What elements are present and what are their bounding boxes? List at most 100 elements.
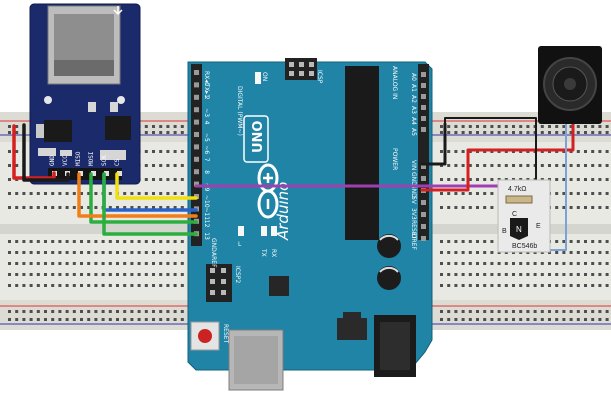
reset-button-cap[interactable] <box>198 329 212 343</box>
hole <box>116 284 119 287</box>
hole <box>22 318 26 321</box>
hole <box>65 251 69 254</box>
hole <box>159 251 163 254</box>
hole <box>108 273 112 276</box>
hole <box>137 251 141 254</box>
hole <box>504 262 508 265</box>
hole <box>468 164 472 167</box>
hole <box>8 318 11 321</box>
sd-pin[interactable] <box>91 171 96 176</box>
hole <box>512 273 515 276</box>
hole <box>483 192 487 195</box>
hole <box>144 262 148 265</box>
hole <box>15 284 19 287</box>
hole <box>476 178 479 181</box>
digital-pin[interactable] <box>194 169 199 175</box>
digital-pin[interactable] <box>194 82 199 88</box>
hole <box>591 318 595 321</box>
hole <box>15 251 19 254</box>
hole <box>454 164 458 167</box>
hole <box>584 273 587 276</box>
hole <box>44 318 47 321</box>
hole <box>540 310 544 313</box>
hole <box>591 206 595 209</box>
hole <box>44 251 47 254</box>
icsp-pin <box>299 62 304 67</box>
analog-pin[interactable] <box>421 127 426 132</box>
digital-pin[interactable] <box>194 107 199 113</box>
hole <box>461 262 465 265</box>
hole <box>108 192 112 195</box>
hole <box>144 273 148 276</box>
digital-pin[interactable] <box>194 181 199 187</box>
digital-pin[interactable] <box>194 119 199 125</box>
capacitor-2 <box>377 266 401 290</box>
hole <box>548 273 551 276</box>
arduino-uno: ICSP ICSP2 ON L TX RX Arduino UNO DIGITA… <box>187 58 433 391</box>
hole <box>65 262 69 265</box>
icsp-pin <box>289 62 294 67</box>
power-pin[interactable] <box>421 200 426 205</box>
digital-pin[interactable] <box>194 70 199 75</box>
analog-pin[interactable] <box>421 116 426 121</box>
hole <box>159 318 163 321</box>
hole <box>22 284 26 287</box>
sd-pin[interactable] <box>104 171 109 176</box>
analog-pin[interactable] <box>421 72 426 77</box>
hole <box>476 273 479 276</box>
hole <box>461 150 465 153</box>
hole <box>180 206 184 209</box>
hole <box>15 240 19 243</box>
icsp-pin <box>289 71 294 76</box>
digital-pin[interactable] <box>194 132 199 137</box>
hole <box>94 206 98 209</box>
power-pin[interactable] <box>421 176 426 181</box>
hole <box>80 310 83 313</box>
hole <box>605 150 609 153</box>
hole <box>519 318 523 321</box>
power-pin[interactable] <box>421 212 426 217</box>
hole <box>15 192 19 195</box>
digital-pin[interactable] <box>194 144 199 150</box>
hole <box>454 251 458 254</box>
hole <box>87 310 91 313</box>
hole <box>152 310 155 313</box>
hole <box>166 178 170 181</box>
hole <box>123 310 127 313</box>
power-pin-label: GND <box>410 172 417 186</box>
hole <box>123 192 127 195</box>
hole <box>8 150 11 153</box>
hole <box>22 206 26 209</box>
hole <box>591 192 595 195</box>
hole <box>51 284 55 287</box>
digital-pin[interactable] <box>194 94 199 100</box>
power-pin[interactable] <box>421 224 426 229</box>
hole <box>461 178 465 181</box>
hole <box>130 262 134 265</box>
usb-chip <box>269 276 289 296</box>
hole <box>454 125 458 128</box>
power-header-label: POWER <box>391 148 398 170</box>
hole <box>598 273 602 276</box>
hole <box>87 273 91 276</box>
analog-pin[interactable] <box>421 83 426 88</box>
sd-pin[interactable] <box>117 171 122 176</box>
hole <box>569 192 573 195</box>
hole <box>94 284 98 287</box>
hole <box>137 273 141 276</box>
hole <box>65 206 69 209</box>
analog-pin[interactable] <box>421 105 426 110</box>
hole <box>584 192 587 195</box>
icsp2-pins <box>210 268 226 295</box>
hole <box>454 310 458 313</box>
mounting-hole <box>117 96 125 104</box>
hole <box>51 318 55 321</box>
power-pin[interactable] <box>421 236 426 241</box>
hole <box>519 310 523 313</box>
hole <box>166 206 170 209</box>
wire-sd-cs-yellow <box>115 172 198 200</box>
power-pin[interactable] <box>421 164 426 169</box>
hole <box>166 318 170 321</box>
digital-pin[interactable] <box>194 156 199 162</box>
analog-pin[interactable] <box>421 94 426 99</box>
